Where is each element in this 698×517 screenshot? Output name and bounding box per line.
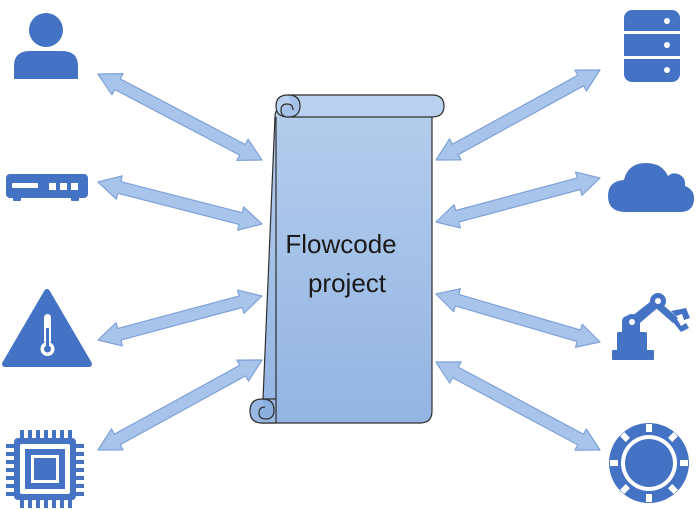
microchip-icon	[6, 430, 84, 508]
arrow-database	[435, 69, 601, 161]
user-icon	[14, 13, 78, 79]
project-title-line2: project	[308, 268, 387, 298]
chip-token-icon	[609, 423, 689, 503]
scroll-top-curl	[280, 94, 301, 118]
cloud-icon	[608, 163, 695, 212]
arrow-network-device	[97, 175, 263, 231]
scroll-body	[261, 105, 433, 424]
robot-arm-icon	[612, 293, 690, 360]
arrow-user	[97, 72, 263, 161]
arrow-temperature	[97, 289, 263, 347]
arrow-robot-arm	[435, 288, 601, 348]
network-device-icon	[6, 174, 88, 201]
connection-arrows	[97, 69, 601, 451]
arrow-microchip	[97, 359, 263, 451]
flowcode-project-scroll: Flowcode project	[249, 94, 445, 424]
arrow-cloud	[435, 171, 601, 229]
project-title-line1: Flowcode	[285, 229, 396, 259]
database-icon	[624, 10, 680, 82]
temperature-warning-icon	[2, 289, 92, 367]
scroll-top-roll	[275, 94, 445, 118]
scroll-bottom-curl	[258, 398, 275, 420]
arrow-chip-token	[435, 361, 601, 451]
